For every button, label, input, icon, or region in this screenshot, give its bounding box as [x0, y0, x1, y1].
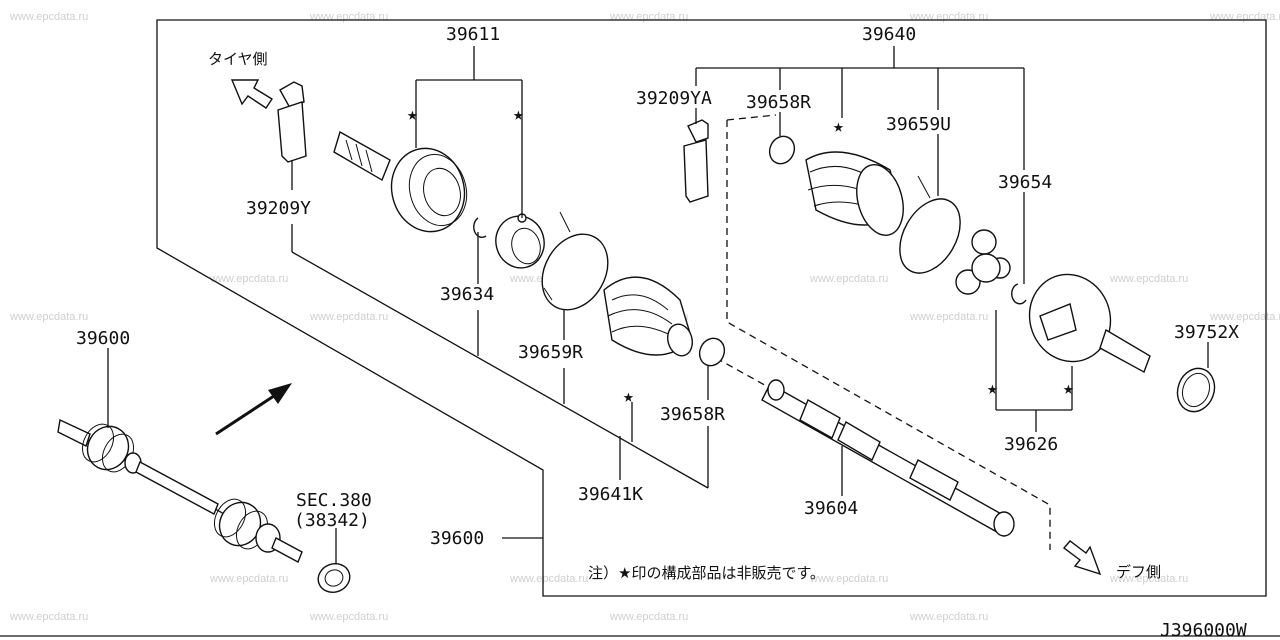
part-label-39600-left: 39600: [76, 328, 130, 349]
shaft-part: [761, 379, 1015, 537]
watermark-text: www.epcdata.ru: [909, 311, 988, 323]
part-label-39626: 39626: [1004, 434, 1058, 455]
watermark-text: www.epcdata.ru: [309, 311, 388, 323]
star-icon: ★: [833, 116, 844, 137]
ball-cage-part: [495, 213, 545, 269]
grease-tube-part-2: [683, 119, 709, 203]
dashed-guide: [726, 114, 1051, 550]
grease-tube-part: [277, 81, 307, 163]
part-label-39604: 39604: [804, 498, 858, 519]
inner-boot-part: [805, 151, 904, 236]
diff-side-label: デフ側: [1116, 563, 1161, 581]
part-label-39640: 39640: [862, 24, 916, 45]
boot-band-part: [541, 211, 609, 311]
watermark-text: www.epcdata.ru: [1109, 273, 1188, 285]
non-sale-note: 注）★印の構成部品は非販売です。: [588, 564, 825, 582]
frame: [0, 19, 1280, 637]
watermark-text: www.epcdata.ru: [609, 11, 688, 23]
watermark-text: www.epcdata.ru: [309, 11, 388, 23]
watermark-text: www.epcdata.ru: [909, 11, 988, 23]
watermark-text: www.epcdata.ru: [1209, 311, 1280, 323]
watermark-text: www.epcdata.ru: [209, 273, 288, 285]
outer-boot-part: [603, 276, 694, 357]
part-label-39659u: 39659U: [886, 114, 951, 135]
watermark-text: www.epcdata.ru: [809, 273, 888, 285]
inner-joint-housing-part: [1028, 273, 1151, 374]
diff-side-arrow-icon: [1062, 540, 1102, 576]
watermarks: www.epcdata.ru www.epcdata.ru www.epcdat…: [9, 11, 1280, 623]
watermark-text: www.epcdata.ru: [1109, 573, 1188, 585]
boot-band-part-2: [899, 175, 961, 274]
non-sale-markers: ★ ★ ★ ★ ★ ★: [407, 104, 1074, 407]
part-label-39654: 39654: [998, 172, 1052, 193]
part-label-39634: 39634: [440, 284, 494, 305]
part-labels: 39611 39640 39209YA 39658R 39659U 39654 …: [76, 24, 1239, 549]
watermark-text: www.epcdata.ru: [9, 11, 88, 23]
tire-side-arrow-icon: [230, 79, 273, 109]
oil-seal-part: [317, 563, 351, 593]
leader-lines: [107, 46, 1209, 564]
watermark-text: www.epcdata.ru: [209, 573, 288, 585]
part-label-39611: 39611: [446, 24, 500, 45]
watermark-text: www.epcdata.ru: [509, 573, 588, 585]
section-reference: SEC.380: [296, 490, 372, 511]
part-label-39659r: 39659R: [518, 342, 583, 363]
star-icon: ★: [407, 104, 418, 125]
outer-joint-part: [333, 130, 468, 233]
o-ring-part: [1176, 367, 1216, 413]
star-icon: ★: [1063, 378, 1074, 399]
watermark-text: www.epcdata.ru: [9, 611, 88, 623]
watermark-text: www.epcdata.ru: [909, 611, 988, 623]
small-band-part: [698, 337, 726, 367]
diagram-code: J396000W: [1160, 620, 1247, 640]
star-icon: ★: [623, 386, 634, 407]
part-label-39600-bottom: 39600: [430, 528, 484, 549]
watermark-text: www.epcdata.ru: [309, 611, 388, 623]
part-label-39658r-bottom: 39658R: [660, 404, 725, 425]
small-band-part-top: [768, 135, 796, 165]
tripod-spider-part: [955, 229, 1011, 295]
snap-ring-part-2: [1011, 283, 1027, 305]
section-part-number: (38342): [294, 510, 370, 531]
part-label-39209y: 39209Y: [246, 198, 311, 219]
snap-ring-part: [473, 217, 487, 238]
watermark-text: www.epcdata.ru: [1209, 11, 1280, 23]
watermark-text: www.epcdata.ru: [9, 311, 88, 323]
part-label-39658r-top: 39658R: [746, 92, 811, 113]
watermark-text: www.epcdata.ru: [809, 573, 888, 585]
drive-shaft-assembly: [57, 418, 303, 563]
watermark-text: www.epcdata.ru: [609, 611, 688, 623]
part-label-39641k: 39641K: [578, 484, 643, 505]
part-label-39752x: 39752X: [1174, 322, 1239, 343]
tire-side-label: タイヤ側: [208, 50, 268, 68]
part-label-39209ya: 39209YA: [636, 88, 712, 109]
star-icon: ★: [513, 104, 524, 125]
star-icon: ★: [987, 378, 998, 399]
direction-arrow-icon: [215, 383, 292, 436]
